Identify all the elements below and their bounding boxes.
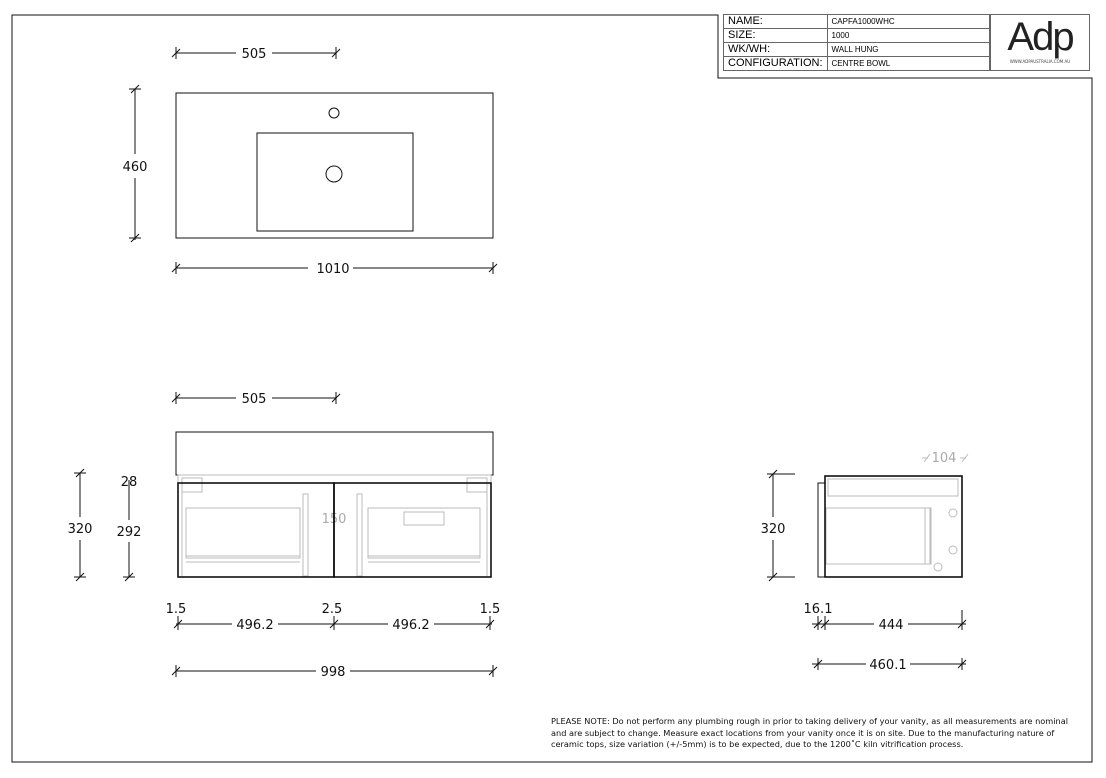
brand-logo: Adp WWW.ADPAUSTRALIA.COM.AU: [990, 14, 1090, 71]
dim-label: 1.5: [166, 602, 187, 617]
vanity-top-front: [175, 431, 494, 476]
dim-door-widths: 1.5 2.5 1.5 496.2 496.2: [166, 602, 501, 633]
title-row: WK/WH:WALL HUNG: [723, 42, 990, 57]
title-label: CONFIGURATION:: [723, 56, 828, 71]
dim-side-height: 320: [761, 469, 795, 582]
title-block: NAME:CAPFA1000WHC SIZE:1000 WK/WH:WALL H…: [723, 14, 990, 71]
title-value: WALL HUNG: [826, 42, 990, 57]
title-label: WK/WH:: [723, 42, 828, 57]
dim-total-width: 998: [171, 665, 498, 680]
dim-label: 460.1: [869, 658, 906, 673]
title-row: NAME:CAPFA1000WHC: [723, 14, 990, 29]
basin-outline: [256, 132, 414, 232]
cabinet-band: [177, 474, 492, 484]
dim-label: 16.1: [804, 602, 833, 617]
dim-side-depth: 16.1 444: [804, 602, 967, 633]
dim-top-depth: 460: [123, 84, 148, 243]
vanity-top-outline: [175, 92, 494, 239]
title-row: CONFIGURATION:CENTRE BOWL: [723, 56, 990, 71]
dim-label: 460: [123, 160, 148, 175]
dim-label: 444: [879, 618, 904, 633]
cabinet-side: [824, 475, 963, 578]
title-row: SIZE:1000: [723, 28, 990, 43]
drawing-frame: [11, 14, 1093, 763]
dim-top-tap-offset: 505: [171, 47, 341, 62]
dim-label: 998: [321, 665, 346, 680]
door-left[interactable]: [177, 482, 335, 578]
side-internals: [825, 478, 959, 572]
dim-label: 505: [242, 47, 267, 62]
dim-front-tap-offset: 505: [171, 392, 341, 407]
side-view: 104 320 16.1 444 460.1: [761, 451, 969, 673]
cabinet-internals: [181, 477, 488, 577]
front-view: 505 150 320 28 292 1.5 2.5 1.5 496.2: [68, 392, 501, 680]
dim-label: 496.2: [392, 618, 429, 633]
title-value: CAPFA1000WHC: [826, 14, 990, 29]
logo-mark: Adp: [1007, 15, 1074, 59]
back-panel: [817, 482, 826, 578]
dim-label: 28: [121, 475, 138, 490]
drain-hole: [325, 165, 343, 183]
dim-label: 505: [242, 392, 267, 407]
dim-label: 2.5: [322, 602, 343, 617]
top-view: 505 460 1010: [123, 47, 498, 277]
dim-cabinet-height: 28 292: [117, 475, 142, 582]
door-right[interactable]: [333, 482, 492, 578]
dim-label: 496.2: [236, 618, 273, 633]
logo-url: WWW.ADPAUSTRALIA.COM.AU: [1009, 59, 1071, 64]
title-value: 1000: [826, 28, 990, 43]
title-label: SIZE:: [723, 28, 828, 43]
disclaimer-note: PLEASE NOTE: Do not perform any plumbing…: [551, 716, 1069, 749]
dim-label: 1010: [316, 262, 349, 277]
title-value: CENTRE BOWL: [826, 56, 990, 71]
dim-top-width: 1010: [171, 262, 498, 277]
dim-label: 320: [68, 522, 93, 537]
tap-hole: [328, 107, 340, 119]
dim-label: 1.5: [480, 602, 501, 617]
dim-inner-label: 104: [932, 451, 957, 466]
dim-total-height: 320: [68, 468, 93, 582]
title-label: NAME:: [723, 14, 828, 29]
dim-label: 292: [117, 525, 142, 540]
dim-label: 320: [761, 522, 786, 537]
dim-side-total-depth: 460.1: [812, 658, 967, 673]
